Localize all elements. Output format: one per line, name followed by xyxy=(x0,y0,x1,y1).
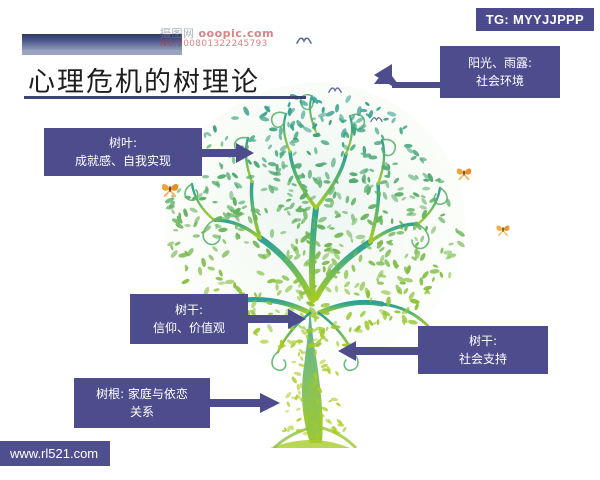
bird-icon xyxy=(296,37,312,44)
root-arrow xyxy=(208,393,280,413)
leaf-label-line1: 树叶: xyxy=(108,136,138,150)
leaf-label-line2: 成就感、自我实现 xyxy=(74,154,171,168)
butterfly-icon xyxy=(161,184,179,198)
watermark-id: NO.200801322245793 xyxy=(160,38,268,49)
page-title: 心理危机的树理论 xyxy=(28,67,260,98)
bird-icon xyxy=(328,87,342,93)
bird-icon xyxy=(370,117,383,123)
butterfly-icon xyxy=(456,168,472,181)
root-label-line1: 树根: 家庭与依恋 xyxy=(96,387,188,401)
watermark: 摄图网 ooopic.com NO.200801322245793 xyxy=(160,28,274,49)
trunk-belief-label-line2: 信仰、价值观 xyxy=(152,321,225,335)
leaf-arrow xyxy=(200,143,254,163)
trunk-support-label-line1: 树干: xyxy=(468,334,498,348)
trunk-support-arrow xyxy=(338,341,420,361)
sunlight-rain-label[interactable]: 阳光、雨露: 社会环境 xyxy=(440,46,560,98)
sunlight-arrow xyxy=(374,64,440,88)
trunk-support-label[interactable]: 树干: 社会支持 xyxy=(418,326,548,374)
root-label[interactable]: 树根: 家庭与依恋 关系 xyxy=(74,378,210,428)
sunlight-rain-label-line2: 社会环境 xyxy=(475,74,524,88)
sunlight-rain-label-line1: 阳光、雨露: xyxy=(467,56,533,70)
trunk-belief-arrow xyxy=(246,309,306,329)
root-label-line2: 关系 xyxy=(129,405,154,419)
watermark-cn: 摄图网 xyxy=(160,27,195,40)
tg-badge: TG: MYYJJPPP xyxy=(475,8,594,31)
trunk-belief-label-line1: 树干: xyxy=(174,303,204,317)
title-underline xyxy=(24,96,306,99)
watermark-en: ooopic.com xyxy=(198,27,275,40)
title-decoration-bar-secondary xyxy=(22,50,182,55)
trunk-support-label-line2: 社会支持 xyxy=(458,352,507,366)
leaf-label[interactable]: 树叶: 成就感、自我实现 xyxy=(44,128,202,176)
butterfly-icon xyxy=(496,225,510,237)
trunk-belief-label[interactable]: 树干: 信仰、价值观 xyxy=(130,294,248,344)
title-decoration-bar xyxy=(22,34,182,50)
site-watermark-badge: www.rl521.com xyxy=(0,441,111,466)
